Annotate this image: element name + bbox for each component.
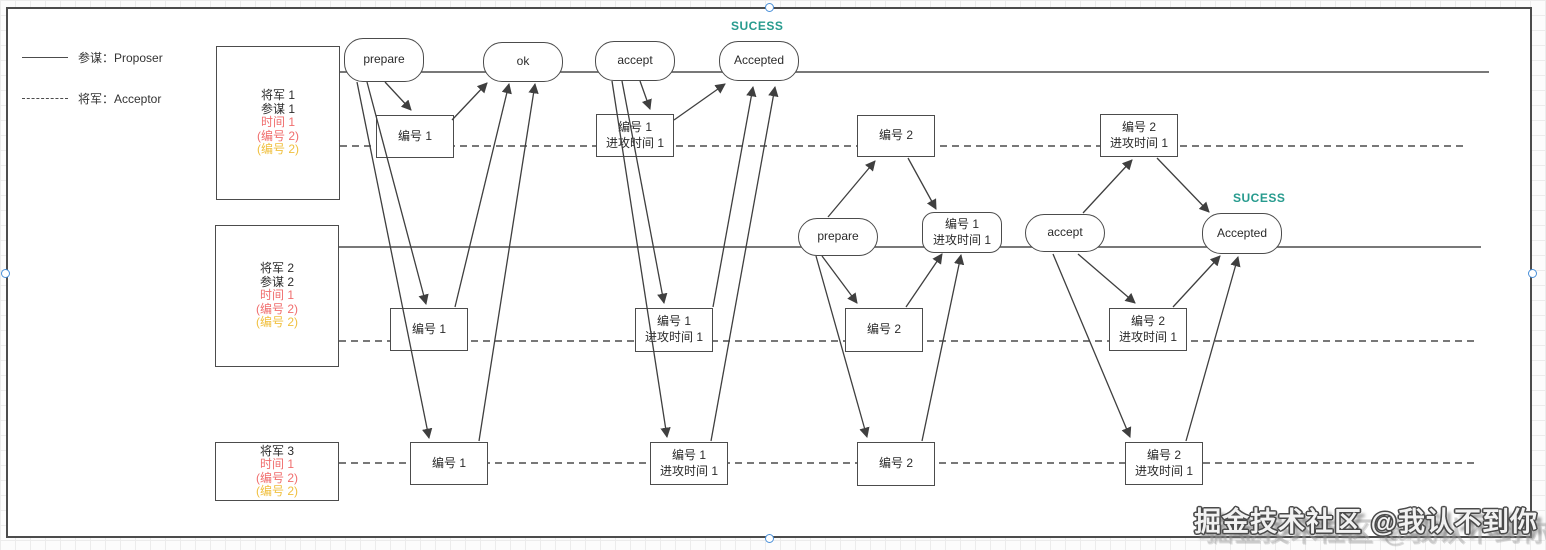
node-num1-attack-general3-line2: 进攻时间 1 [659, 463, 718, 478]
node-num2-attack-general1-line2: 进攻时间 1 [1109, 135, 1168, 150]
node-num1-general3[interactable]: 编号 1 [410, 442, 488, 485]
node-ok-1[interactable]: ok [483, 42, 563, 82]
legend-proposer-label: 参谋：Proposer [78, 50, 163, 65]
node-num2-attack-general3[interactable]: 编号 2 进攻时间 1 [1125, 442, 1203, 485]
node-num2-attack-general3-line1: 编号 2 [1146, 447, 1181, 462]
watermark-ghost: 掘金技术社区 @我认不到你 [1206, 517, 1546, 547]
general-1-time: 时间 1 [260, 115, 295, 130]
node-accept-1[interactable]: accept [595, 41, 675, 81]
node-num2-general1-label: 编号 2 [878, 128, 913, 143]
node-num1-general2-label: 编号 1 [411, 321, 446, 336]
general-2-staff: 参谋 2 [259, 274, 294, 289]
node-num1-attack-proposer-line2: 进攻时间 1 [932, 232, 991, 247]
selection-handle-bottom[interactable] [765, 534, 774, 543]
node-num2-attack-general2[interactable]: 编号 2 进攻时间 1 [1109, 308, 1187, 351]
node-num2-attack-general3-line2: 进攻时间 1 [1134, 463, 1193, 478]
general-1-staff: 参谋 1 [260, 101, 295, 116]
node-num1-general1-label: 编号 1 [397, 128, 432, 143]
node-num1-attack-general3-line1: 编号 1 [671, 447, 706, 462]
general-2-box[interactable]: 将军 2 参谋 2 时间 1 (编号 2) (编号 2) [215, 225, 339, 367]
success-label-1: SUCESS [731, 19, 784, 33]
node-num1-general3-label: 编号 1 [431, 455, 466, 470]
node-prepare-2[interactable]: prepare [798, 218, 878, 256]
selection-handle-left[interactable] [1, 269, 10, 278]
legend-acceptor-label: 将军：Acceptor [78, 91, 162, 106]
node-ok-1-label: ok [516, 54, 530, 69]
node-accepted-2-label: Accepted [1216, 225, 1268, 240]
node-num2-attack-general2-line2: 进攻时间 1 [1118, 329, 1177, 344]
general-3-num2-red: (编号 2) [255, 470, 298, 485]
node-num1-attack-general2-line1: 编号 1 [656, 314, 691, 329]
node-num2-general3-label: 编号 2 [878, 456, 913, 471]
node-prepare-1-label: prepare [363, 52, 405, 67]
node-num2-general2[interactable]: 编号 2 [845, 308, 923, 352]
node-accepted-1[interactable]: Accepted [719, 41, 799, 81]
dashed-line-swatch [22, 97, 68, 99]
general-2-time: 时间 1 [259, 288, 294, 303]
node-num1-attack-general2-line2: 进攻时间 1 [644, 330, 703, 344]
general-3-name: 将军 3 [259, 443, 294, 458]
node-num1-attack-general2[interactable]: 编号 1 进攻时间 1 [635, 308, 713, 352]
node-num1-attack-proposer[interactable]: 编号 1 进攻时间 1 [922, 212, 1002, 253]
general-3-num2-yellow: (编号 2) [255, 484, 298, 498]
general-2-num2-yellow: (编号 2) [255, 315, 298, 330]
general-3-time: 时间 1 [259, 457, 294, 471]
node-num1-attack-general3[interactable]: 编号 1 进攻时间 1 [650, 442, 728, 485]
node-num2-general1[interactable]: 编号 2 [857, 115, 935, 157]
node-prepare-1[interactable]: prepare [344, 38, 424, 82]
node-num2-general3[interactable]: 编号 2 [857, 442, 935, 486]
general-1-box[interactable]: 将军 1 参谋 1 时间 1 (编号 2) (编号 2) [216, 46, 340, 200]
node-num1-general1[interactable]: 编号 1 [376, 115, 454, 158]
node-num2-attack-general1-line1: 编号 2 [1121, 119, 1156, 134]
node-accept-1-label: accept [617, 53, 653, 68]
watermark: 掘金技术社区 @我认不到你 [1194, 507, 1538, 537]
legend-proposer: 参谋：Proposer [22, 50, 163, 65]
selection-handle-right[interactable] [1528, 269, 1537, 278]
node-num1-attack-general1-line1: 编号 1 [617, 119, 652, 134]
success-label-2: SUCESS [1233, 191, 1286, 205]
node-num1-attack-general1-line2: 进攻时间 1 [605, 135, 664, 150]
general-1-num2-yellow: (编号 2) [256, 142, 299, 157]
general-3-box[interactable]: 将军 3 时间 1 (编号 2) (编号 2) [215, 442, 339, 501]
general-2-name: 将军 2 [259, 261, 294, 276]
node-accept-2-label: accept [1047, 225, 1083, 240]
node-num2-attack-general2-line1: 编号 2 [1130, 313, 1165, 328]
node-num1-general2[interactable]: 编号 1 [390, 308, 468, 351]
selection-handle-top[interactable] [765, 3, 774, 12]
general-1-num2-red: (编号 2) [256, 128, 299, 143]
node-num2-general2-label: 编号 2 [866, 322, 901, 337]
solid-line-swatch [22, 56, 68, 58]
node-num2-attack-general1[interactable]: 编号 2 进攻时间 1 [1100, 114, 1178, 157]
general-1-name: 将军 1 [260, 88, 295, 103]
legend: 参谋：Proposer 将军：Acceptor [22, 50, 163, 106]
general-2-num2-red: (编号 2) [255, 301, 298, 316]
node-num1-attack-proposer-line1: 编号 1 [944, 216, 979, 231]
node-accepted-1-label: Accepted [733, 53, 785, 68]
node-prepare-2-label: prepare [817, 229, 859, 244]
node-num1-attack-general1[interactable]: 编号 1 进攻时间 1 [596, 114, 674, 157]
node-accepted-2[interactable]: Accepted [1202, 213, 1282, 254]
node-accept-2[interactable]: accept [1025, 214, 1105, 252]
legend-acceptor: 将军：Acceptor [22, 91, 163, 106]
